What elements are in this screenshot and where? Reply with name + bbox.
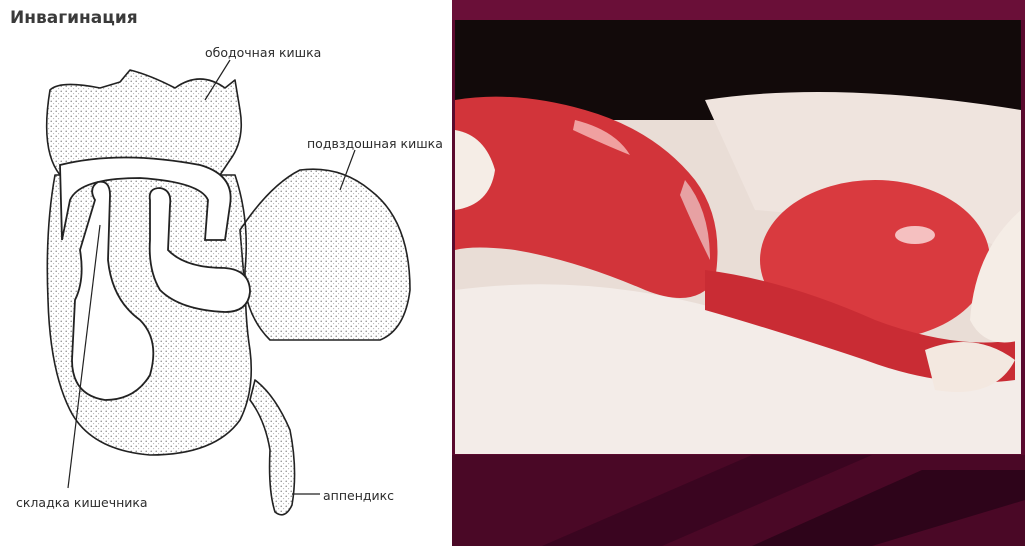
intussusception-diagram-illustration [0,0,452,546]
label-colon: ободочная кишка [205,45,321,60]
diagram-panel: Инвагинация [0,0,452,546]
label-ileum: подвздошная кишка [307,136,443,151]
label-appendix: аппендикс [323,488,394,503]
label-intestinal-fold: складка кишечника [16,495,148,510]
surgical-photo [455,20,1021,454]
photo-slide-panel [452,0,1025,546]
